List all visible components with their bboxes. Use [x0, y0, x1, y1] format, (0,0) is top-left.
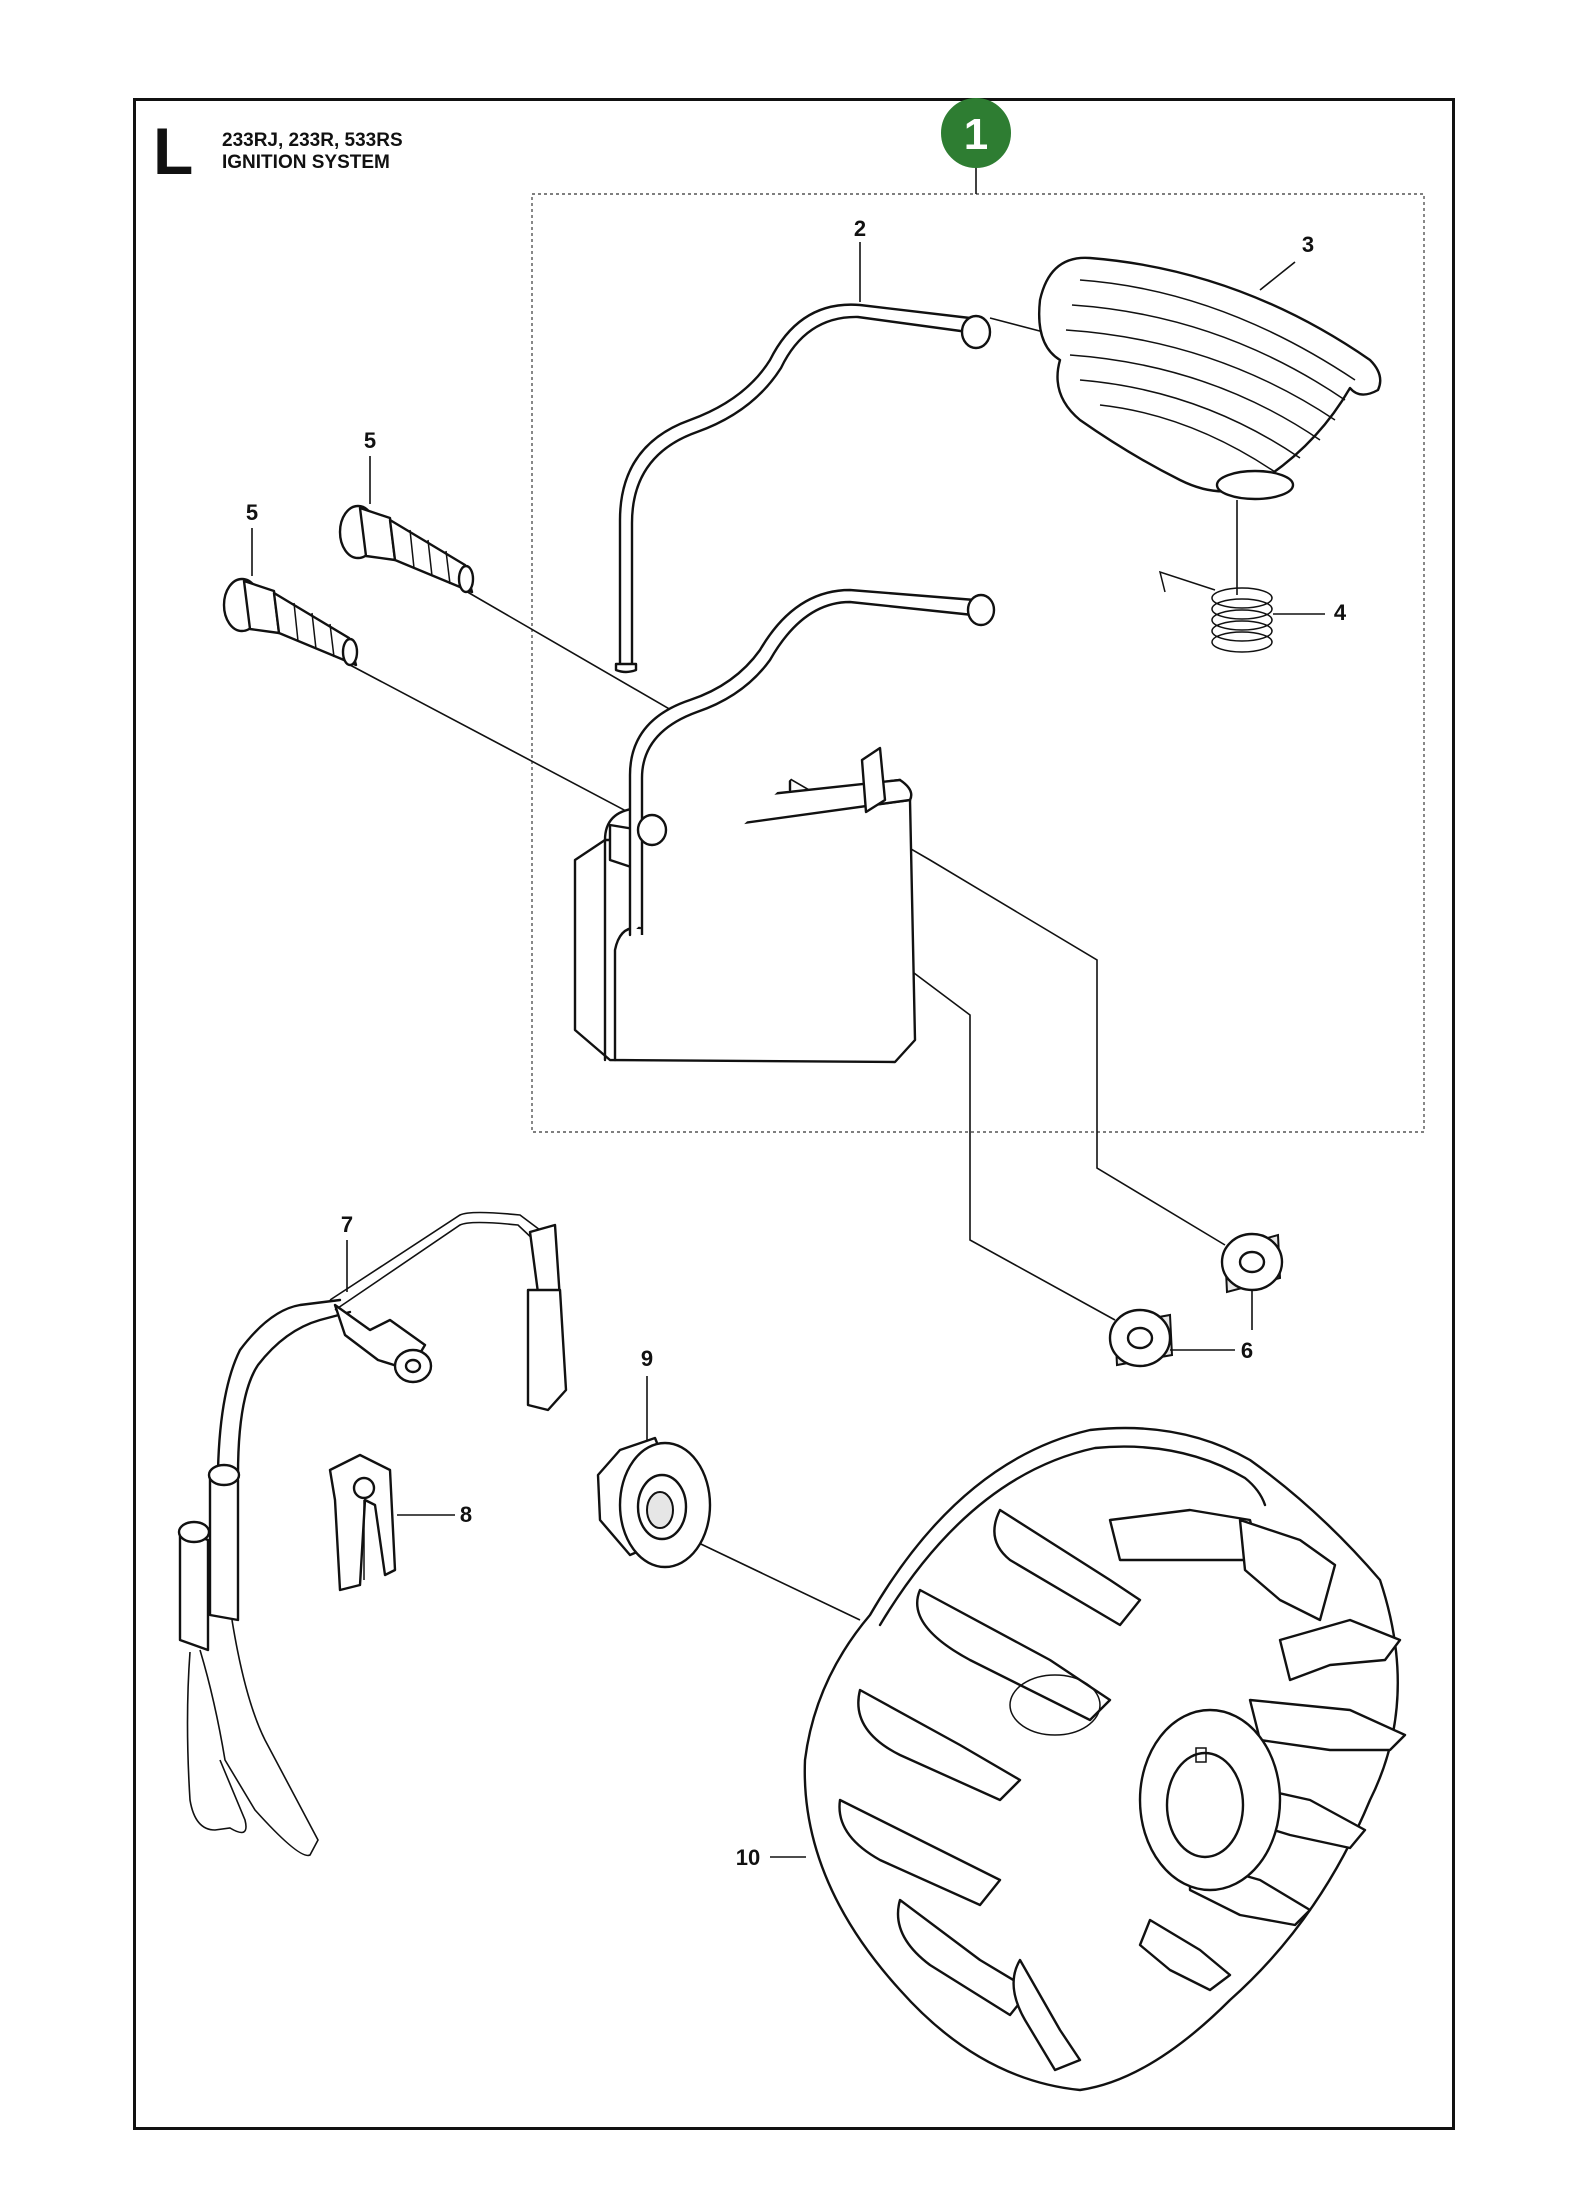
part-5-screw-upper[interactable] [338, 504, 475, 594]
part-6-spacer-lower[interactable] [1108, 1308, 1174, 1368]
section-title: IGNITION SYSTEM [222, 152, 390, 173]
part-6-spacer-upper[interactable] [1220, 1232, 1284, 1294]
part-7-wire-harness[interactable] [177, 1211, 568, 1857]
callout-9: 9 [641, 1346, 653, 1371]
callout-8: 8 [460, 1502, 472, 1527]
callout-5-upper: 5 [364, 428, 376, 453]
part-2-lead-wire[interactable] [614, 303, 1056, 674]
part-9-flange-nut[interactable] [596, 1436, 712, 1569]
title-block: 233RJ, 233R, 533RS IGNITION SYSTEM [222, 130, 403, 174]
part-10-flywheel[interactable] [803, 1426, 1407, 2092]
part-3-spark-plug-cap[interactable] [1038, 256, 1382, 501]
callout-7: 7 [341, 1212, 353, 1237]
callout-4: 4 [1334, 600, 1347, 625]
callout-3-leader [1259, 261, 1296, 291]
section-letter: L [153, 114, 194, 188]
kit-boundary [531, 193, 1425, 1133]
callout-5-lower: 5 [246, 500, 258, 525]
callout-10: 10 [736, 1845, 760, 1870]
part-5-screw-lower[interactable] [222, 577, 359, 667]
callout-3: 3 [1302, 232, 1314, 257]
kit-badge[interactable]: 1 [941, 98, 1011, 168]
callout-2: 2 [854, 216, 866, 241]
model-list: 233RJ, 233R, 533RS [222, 130, 403, 151]
callout-6: 6 [1241, 1338, 1253, 1363]
kit-badge-circle [941, 98, 1011, 168]
part-8-clip[interactable] [328, 1453, 397, 1592]
diagram-frame [133, 98, 1455, 2130]
kit-badge-number: 1 [964, 110, 988, 159]
part-4-spring[interactable] [1158, 500, 1273, 653]
ignition-module[interactable] [573, 588, 996, 1064]
